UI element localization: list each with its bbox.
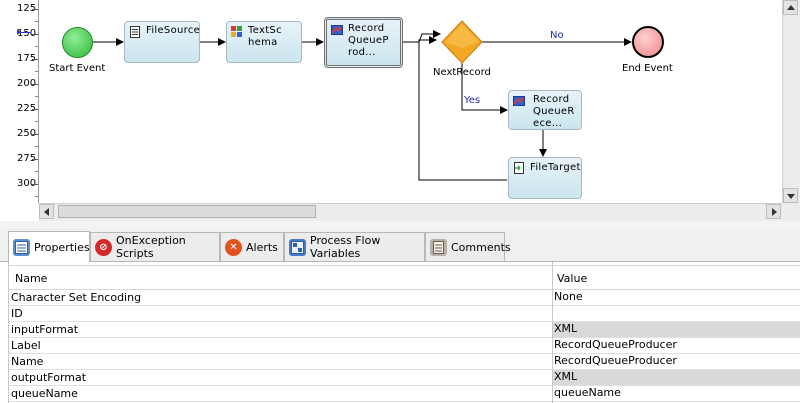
tab-alerts[interactable]: ✕ Alerts: [220, 232, 284, 261]
grid-header: Name Value: [9, 265, 800, 290]
ruler-label: 150: [17, 28, 37, 39]
document-icon: [129, 26, 141, 38]
vertical-ruler: 125 150 175 200 225 250 275 300: [0, 0, 39, 203]
record-queue-producer-label: Record QueueP rod...: [348, 23, 389, 58]
tab-properties[interactable]: Properties: [8, 231, 90, 262]
property-value[interactable]: queueName: [554, 386, 621, 399]
tab-onexception-scripts[interactable]: ⊘ OnException Scripts: [90, 232, 220, 261]
property-row[interactable]: queueName queueName: [9, 386, 800, 402]
file-source-node[interactable]: FileSource: [124, 21, 200, 63]
end-event-label: End Event: [622, 63, 673, 74]
record-queue-producer-node[interactable]: Record QueueP rod...: [324, 17, 403, 68]
file-target-icon: [513, 162, 525, 174]
property-name: Name: [11, 355, 44, 368]
scroll-right-button[interactable]: [766, 204, 781, 219]
property-value[interactable]: None: [554, 290, 583, 303]
column-divider[interactable]: [552, 262, 553, 403]
properties-icon: [13, 238, 30, 256]
property-name: queueName: [11, 387, 78, 400]
property-row[interactable]: Label RecordQueueProducer: [9, 338, 800, 354]
tab-process-flow-variables[interactable]: Process Flow Variables: [284, 232, 425, 261]
tab-label: Alerts: [246, 240, 278, 254]
property-value[interactable]: RecordQueueProducer: [554, 354, 677, 367]
ruler-label: 125: [17, 3, 37, 14]
properties-grid: Name Value Character Set Encoding None I…: [8, 262, 800, 403]
tab-label: Comments: [451, 240, 511, 254]
property-value[interactable]: XML: [553, 370, 800, 385]
ruler-label: 275: [17, 153, 37, 164]
queue-icon: [513, 95, 525, 106]
tab-comments[interactable]: Comments: [425, 232, 511, 261]
text-schema-label: TextSc hema: [248, 25, 282, 48]
property-name: Character Set Encoding: [11, 291, 142, 304]
file-source-label: FileSource: [146, 25, 201, 36]
no-branch-label: No: [550, 30, 564, 41]
ruler-position-marker: [17, 29, 31, 35]
property-row[interactable]: inputFormat XML: [9, 322, 800, 338]
comments-icon: [430, 238, 447, 256]
yes-branch-label: Yes: [464, 95, 481, 106]
connectors: [93, 20, 632, 181]
record-queue-receiver-node[interactable]: Record QueueR ece...: [508, 90, 582, 130]
file-target-node[interactable]: FileTarget: [508, 157, 582, 199]
scroll-down-button[interactable]: [783, 188, 798, 203]
no-entry-icon: ⊘: [95, 238, 112, 256]
property-row[interactable]: ID: [9, 306, 800, 322]
property-row[interactable]: outputFormat XML: [9, 370, 800, 386]
start-event-node[interactable]: [62, 27, 93, 58]
queue-icon: [331, 24, 343, 35]
property-name: Label: [11, 339, 41, 352]
record-queue-receiver-label: Record QueueR ece...: [533, 94, 575, 129]
end-event-node[interactable]: [632, 26, 664, 58]
process-flow-canvas[interactable]: 125 150 175 200 225 250 275 300: [0, 0, 800, 222]
diagram-surface[interactable]: Start Event FileSource TextSc hema Recor…: [39, 0, 782, 203]
next-record-label: NextRecord: [433, 67, 491, 78]
file-target-label: FileTarget: [530, 162, 581, 173]
property-row[interactable]: Character Set Encoding None: [9, 290, 800, 306]
text-schema-node[interactable]: TextSc hema: [226, 21, 302, 63]
tab-label: OnException Scripts: [116, 234, 186, 260]
property-value[interactable]: XML: [553, 322, 800, 337]
ruler-label: 225: [17, 103, 37, 114]
schema-icon: [231, 26, 243, 37]
vertical-scrollbar[interactable]: [782, 0, 800, 203]
ruler-label: 250: [17, 128, 37, 139]
property-name: ID: [11, 307, 23, 320]
column-header-value[interactable]: Value: [557, 272, 588, 285]
scroll-left-button[interactable]: [39, 204, 54, 219]
horizontal-scroll-thumb[interactable]: [58, 205, 316, 218]
property-name: inputFormat: [11, 323, 79, 336]
ruler-label: 200: [17, 78, 37, 89]
column-header-name[interactable]: Name: [15, 272, 48, 285]
property-value[interactable]: RecordQueueProducer: [554, 338, 677, 351]
property-value[interactable]: [553, 306, 800, 321]
ruler-label: 175: [17, 53, 37, 64]
tab-label: Process Flow Variables: [310, 234, 381, 260]
property-name: outputFormat: [11, 371, 87, 384]
variables-icon: [289, 238, 306, 256]
horizontal-scrollbar[interactable]: [39, 203, 782, 221]
properties-tabbar: Properties ⊘ OnException Scripts ✕ Alert…: [0, 229, 800, 262]
ruler-label: 300: [17, 178, 37, 189]
property-row[interactable]: Name RecordQueueProducer: [9, 354, 800, 370]
alert-x-icon: ✕: [225, 238, 242, 256]
scrollbar-corner: [782, 203, 800, 221]
tab-label: Properties: [34, 240, 90, 254]
start-event-label: Start Event: [49, 63, 106, 74]
scroll-up-button[interactable]: [783, 0, 798, 15]
